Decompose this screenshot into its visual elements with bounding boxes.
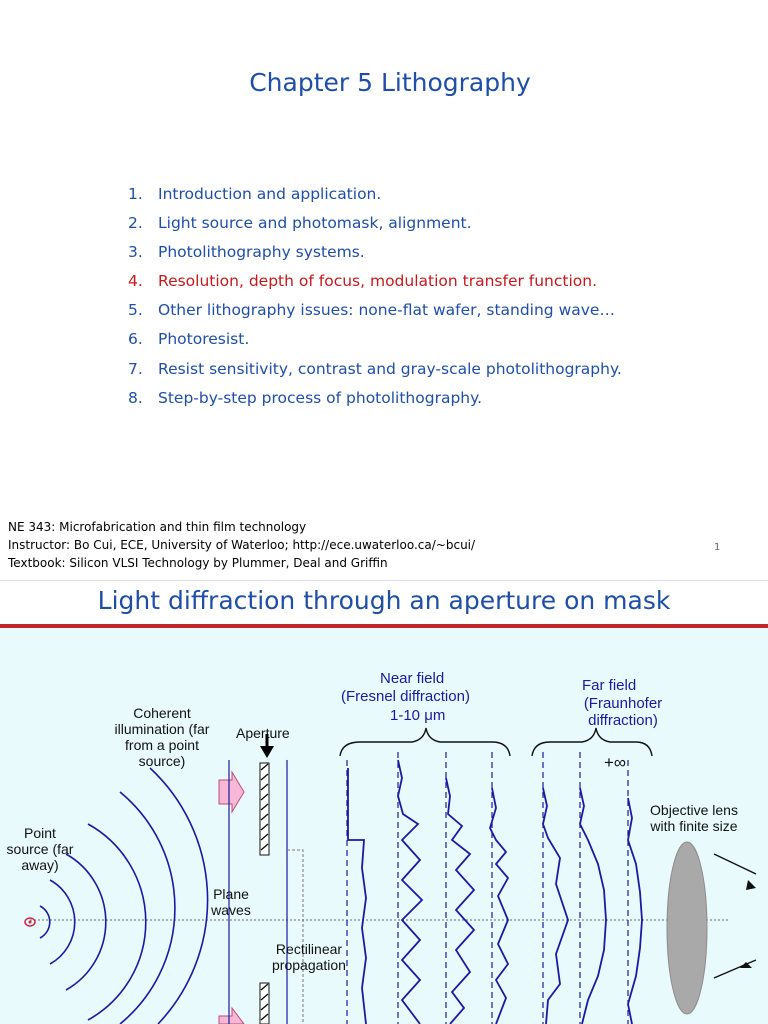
objective-lens-label: Objective lens with finite size — [650, 802, 738, 834]
far-field-brace — [531, 727, 653, 757]
aperture-mask — [259, 734, 274, 1024]
outline-item: 3.Photolithography systems. — [128, 243, 365, 262]
observation-planes — [346, 752, 629, 1024]
title-rule — [0, 624, 768, 628]
slide-2-title: Light diffraction through an aperture on… — [97, 586, 671, 615]
slide-1: Chapter 5 Lithography 1.Introduction and… — [8, 68, 721, 572]
outline-item: 2.Light source and photomask, alignment. — [128, 214, 472, 233]
edge-rays — [713, 853, 757, 979]
outline-item: 1.Introduction and application. — [128, 185, 382, 203]
diffraction-figure: Coherent illumination (far from a point … — [0, 628, 768, 1024]
outline-item: 7.Resist sensitivity, contrast and gray-… — [128, 359, 622, 378]
aperture-label: Aperture — [236, 725, 290, 741]
objective-lens — [666, 841, 708, 1015]
far-field-label: Far field — [582, 677, 637, 694]
rectilinear-propagation-label: Rectilinear propagation — [272, 941, 346, 973]
diffraction-diagram — [24, 727, 757, 1024]
spherical-wavefronts — [39, 767, 209, 1024]
outline-item: 5.Other lithography issues: none-flat wa… — [128, 301, 615, 320]
slide-title: Chapter 5 Lithography — [249, 68, 531, 97]
point-source-label: Point source (far away) — [6, 825, 74, 873]
slide-divider — [0, 580, 768, 581]
point-source-dot — [24, 917, 36, 927]
plane-waves-label: Plane waves — [211, 886, 251, 918]
near-field-label: Near field — [380, 670, 445, 687]
illumination-arrows — [218, 770, 245, 1024]
outline-item: 6.Photoresist. — [128, 330, 250, 349]
page-number: 1 — [714, 542, 721, 553]
near-field-brace — [339, 727, 511, 757]
textbook-line: Textbook: Silicon VLSI Technology by Plu… — [8, 556, 388, 570]
fresnel-label: (Fresnel diffraction) — [341, 688, 470, 705]
slide-footer: NE 343: Microfabrication and thin film t… — [8, 518, 475, 572]
fraunhofer-label: (Fraunhofer diffraction) — [583, 695, 663, 729]
intensity-profiles — [347, 759, 643, 1024]
coherent-illumination-label: Coherent illumination (far from a point … — [114, 705, 210, 769]
course-line: NE 343: Microfabrication and thin film t… — [8, 520, 307, 534]
chapter-outline: 1.Introduction and application. 2.Light … — [128, 183, 622, 416]
outline-item-current: 4.Resolution, depth of focus, modulation… — [128, 272, 598, 291]
near-field-range-label: 1-10 μm — [390, 707, 446, 724]
infinity-label: +∞ — [604, 753, 627, 772]
outline-item: 8.Step-by-step process of photolithograp… — [128, 388, 482, 407]
instructor-line: Instructor: Bo Cui, ECE, University of W… — [8, 538, 476, 552]
